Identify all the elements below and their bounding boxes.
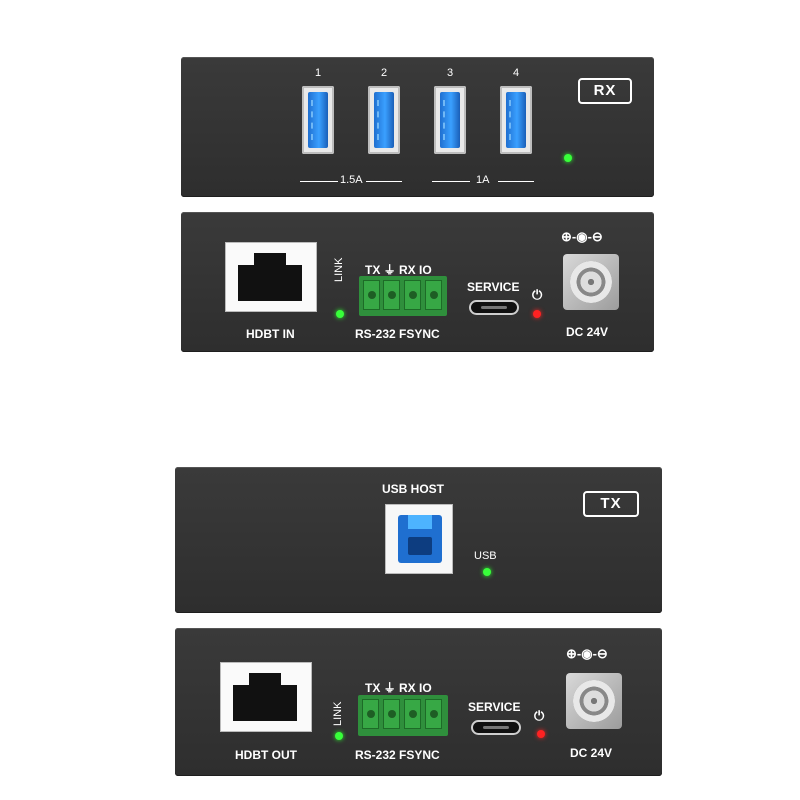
tx-front-panel: HDBT OUT LINK TX ⏚ RX IO RS-232 FSYNC SE… <box>175 628 662 776</box>
dc-24v-label: DC 24V <box>566 325 609 339</box>
terminal-bottom-label: RS-232 FSYNC <box>355 327 440 341</box>
usb-port-number-1: 1 <box>315 67 322 79</box>
rj45-port-icon[interactable] <box>225 242 317 312</box>
power-led-icon <box>533 310 541 318</box>
usb-host-label: USB HOST <box>382 482 445 496</box>
rx-rear-panel: 1 2 3 4 1.5A 1A RX <box>181 57 654 197</box>
terminal-bottom-label: RS-232 FSYNC <box>355 748 440 762</box>
usb-b-port[interactable] <box>385 504 453 574</box>
usb-a-port-1[interactable] <box>302 86 334 154</box>
usb-port-number-4: 4 <box>513 67 520 79</box>
divider-line <box>366 181 402 182</box>
usb-led-icon <box>483 568 491 576</box>
terminal-block-icon[interactable] <box>358 695 448 736</box>
usb-c-service-port[interactable] <box>469 300 519 315</box>
hdbt-out-label: HDBT OUT <box>235 748 297 762</box>
dc-24v-label: DC 24V <box>570 746 613 760</box>
usb-port-number-2: 2 <box>381 67 388 79</box>
rx-front-panel: HDBT IN LINK TX ⏚ RX IO RS-232 FSYNC SER… <box>181 212 654 352</box>
divider-line <box>498 181 534 182</box>
link-led-icon <box>335 732 343 740</box>
link-led-icon <box>336 310 344 318</box>
power-icon: ⏻ <box>532 287 543 302</box>
power-icon: ⏻ <box>534 708 545 723</box>
rj45-port-icon[interactable] <box>220 662 312 732</box>
dc-polarity-icon: ⊕-◉-⊖ <box>566 646 608 661</box>
usb-a-port-4[interactable] <box>500 86 532 154</box>
usb-port-number-3: 3 <box>447 67 454 79</box>
terminal-top-label: TX ⏚ RX IO <box>365 681 432 695</box>
link-label: LINK <box>333 257 345 282</box>
rx-badge: RX <box>578 78 632 104</box>
dc-power-jack[interactable] <box>563 254 619 310</box>
service-label: SERVICE <box>468 700 521 714</box>
current-label-1a: 1A <box>476 174 490 186</box>
tx-rear-panel: USB HOST USB TX <box>175 467 662 613</box>
usb-a-port-2[interactable] <box>368 86 400 154</box>
usb-label: USB <box>474 550 497 562</box>
tx-badge: TX <box>583 491 639 517</box>
usb-c-service-port[interactable] <box>471 720 521 735</box>
service-label: SERVICE <box>467 280 520 294</box>
usb-a-port-3[interactable] <box>434 86 466 154</box>
dc-power-jack[interactable] <box>566 673 622 729</box>
link-label: LINK <box>332 701 344 726</box>
terminal-top-label: TX ⏚ RX IO <box>365 263 432 277</box>
status-led-icon <box>564 154 572 162</box>
power-led-icon <box>537 730 545 738</box>
current-label-1-5a: 1.5A <box>340 174 363 186</box>
divider-line <box>432 181 470 182</box>
divider-line <box>300 181 338 182</box>
hdbt-in-label: HDBT IN <box>246 327 295 341</box>
terminal-block-icon[interactable] <box>359 276 447 316</box>
dc-polarity-icon: ⊕-◉-⊖ <box>561 229 603 244</box>
